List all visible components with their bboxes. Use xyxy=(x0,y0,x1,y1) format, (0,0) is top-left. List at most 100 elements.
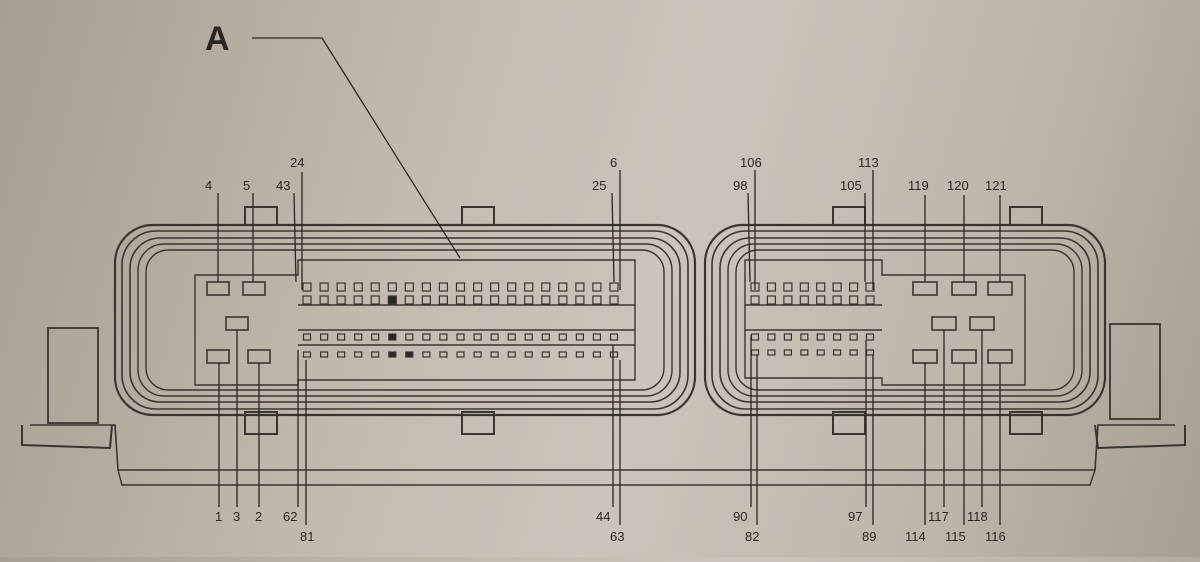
pin-cavity-row4 xyxy=(592,351,602,358)
label-43: 43 xyxy=(276,178,290,193)
pin-cavity-row1 xyxy=(609,282,619,292)
pin-cavity-row2 xyxy=(404,295,414,305)
cavity-116 xyxy=(987,349,1013,364)
pin-cavity-row1 xyxy=(336,282,346,292)
label-63: 63 xyxy=(610,529,624,544)
pin-cavity-row4-right xyxy=(865,349,875,356)
right-connector-shroud xyxy=(703,223,1107,417)
pin-cavity-row2 xyxy=(524,295,534,305)
pin-cavity-row4 xyxy=(320,351,329,358)
pin-cavity-row1 xyxy=(387,282,397,292)
right-large-cavities xyxy=(912,281,1013,364)
pin-cavity-row3-right xyxy=(800,333,809,341)
pin-cavity-row3 xyxy=(337,333,346,341)
label-117: 117 xyxy=(928,509,949,524)
pin-cavity-row2 xyxy=(353,295,363,305)
pin-cavity-row4 xyxy=(490,351,499,358)
pin-cavity-row1 xyxy=(353,282,363,292)
pin-cavity-row1 xyxy=(370,282,380,292)
pin-cavity-row4 xyxy=(337,351,346,358)
pin-cavity-row3 xyxy=(456,333,465,341)
pin-cavity-row2-right xyxy=(832,295,842,305)
connector-housing xyxy=(21,206,1186,486)
pin-cavity-row2-right xyxy=(816,295,826,305)
pin-cavity-row2 xyxy=(592,295,602,305)
pin-cavity-row3-right xyxy=(767,333,776,341)
pin-cavity-row4 xyxy=(558,351,567,358)
pin-cavity-row3 xyxy=(541,333,550,341)
pin-cavity-row2 xyxy=(490,295,500,305)
leader-lines xyxy=(217,37,1001,525)
pin-cavity-row4-right xyxy=(783,349,793,356)
pin-cavity-row1-right xyxy=(848,282,859,292)
cavity-115 xyxy=(951,349,977,364)
bottom-pin-labels: 1 3 2 62 81 44 63 90 82 97 89 114 117 11… xyxy=(215,509,1006,544)
small-pin-rows xyxy=(302,282,875,358)
pin-cavity-row4 xyxy=(575,351,585,358)
pin-cavity-row2-right xyxy=(750,295,760,305)
pin-cavity-row4 xyxy=(388,351,397,358)
pin-cavity-row2 xyxy=(541,295,551,305)
label-90: 90 xyxy=(733,509,747,524)
pin-cavity-row4 xyxy=(507,351,516,358)
pin-cavity-row3 xyxy=(575,333,585,341)
top-pin-labels: 4 5 24 43 6 25 106 98 113 105 119 120 12… xyxy=(205,155,1007,193)
pin-cavity-row4 xyxy=(422,351,431,358)
pin-cavity-row3 xyxy=(609,333,619,341)
label-1: 1 xyxy=(215,509,222,524)
pin-cavity-row3 xyxy=(371,333,380,341)
pin-cavity-row4 xyxy=(371,351,380,358)
label-113: 113 xyxy=(858,155,879,170)
label-3: 3 xyxy=(233,509,240,524)
label-114: 114 xyxy=(905,529,926,544)
pin-cavity-row2 xyxy=(609,295,619,305)
label-121: 121 xyxy=(985,178,1007,193)
pin-cavity-row4 xyxy=(524,351,533,358)
pin-cavity-row3 xyxy=(320,333,329,341)
pin-cavity-row3 xyxy=(473,333,482,341)
cavity-3 xyxy=(225,316,249,331)
pin-cavity-row3 xyxy=(422,333,431,341)
label-98: 98 xyxy=(733,178,747,193)
pin-cavity-row1 xyxy=(421,282,431,292)
pin-cavity-row3-right xyxy=(816,333,825,341)
pin-cavity-row2 xyxy=(438,295,448,305)
pin-cavity-row1 xyxy=(438,282,448,292)
pin-cavity-row4-right xyxy=(816,349,825,356)
cavity-114 xyxy=(912,349,938,364)
cavity-4 xyxy=(206,281,230,296)
cavity-121 xyxy=(987,281,1013,296)
label-105: 105 xyxy=(840,178,862,193)
pin-cavity-row1 xyxy=(575,282,585,292)
pin-cavity-row3-right xyxy=(865,333,875,341)
callout-letter-a: A xyxy=(205,20,230,58)
pin-cavity-row4-right xyxy=(800,349,809,356)
pin-cavity-row2 xyxy=(558,295,568,305)
pin-cavity-row1 xyxy=(524,282,534,292)
pin-cavity-row1 xyxy=(473,282,483,292)
pin-cavity-row1 xyxy=(455,282,466,292)
cavity-1 xyxy=(206,349,230,364)
pin-cavity-row2 xyxy=(336,295,346,305)
pin-cavity-row1 xyxy=(404,282,414,292)
pin-cavity-row2 xyxy=(575,295,585,305)
pin-cavity-row2 xyxy=(473,295,483,305)
cavity-5 xyxy=(242,281,266,296)
pin-cavity-row4 xyxy=(354,351,363,358)
pin-cavity-row3 xyxy=(507,333,516,341)
pin-cavity-row3-right xyxy=(783,333,793,341)
label-116: 116 xyxy=(985,529,1006,544)
label-44: 44 xyxy=(596,509,610,524)
pin-cavity-row2 xyxy=(387,295,397,305)
pin-cavity-row3-right xyxy=(750,333,760,341)
pin-cavity-row2 xyxy=(319,295,329,305)
cavity-120 xyxy=(951,281,977,296)
label-89: 89 xyxy=(862,529,876,544)
pin-cavity-row4 xyxy=(302,351,312,358)
pin-cavity-row3 xyxy=(388,333,397,341)
pin-cavity-row3-right xyxy=(832,333,842,341)
cavity-118 xyxy=(969,316,995,331)
left-connector-shroud xyxy=(113,223,697,417)
right-pin-field xyxy=(744,259,1026,386)
